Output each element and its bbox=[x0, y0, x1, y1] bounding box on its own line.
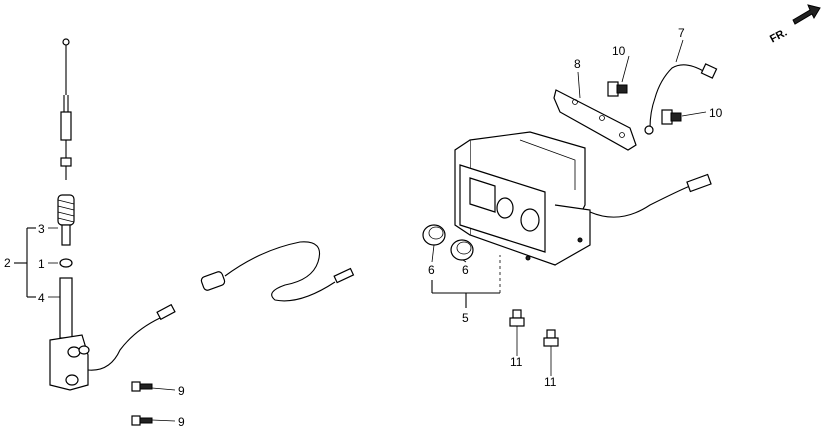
callout-9-lower: 9 bbox=[178, 415, 185, 429]
callout-5: 5 bbox=[462, 311, 469, 325]
antenna-cable bbox=[87, 317, 161, 371]
callout-11-left: 11 bbox=[510, 355, 523, 369]
radio-housing bbox=[454, 131, 591, 266]
screw-11-right bbox=[543, 329, 559, 372]
bolt-10-right bbox=[661, 109, 682, 125]
callout-7: 7 bbox=[678, 26, 685, 40]
callout-4: 4 bbox=[38, 291, 45, 305]
cable-plug-left bbox=[156, 303, 176, 321]
group-bracket-2 bbox=[14, 227, 60, 298]
knob-6-right bbox=[450, 239, 474, 261]
group-bracket-5 bbox=[431, 255, 501, 308]
antenna-base-4 bbox=[49, 277, 90, 391]
radio-harness bbox=[589, 173, 712, 218]
callout-8: 8 bbox=[574, 57, 581, 71]
screw-11-left bbox=[509, 309, 525, 352]
front-direction-marker: FR. bbox=[768, 4, 821, 46]
bolt-10-upper bbox=[607, 81, 628, 97]
antenna-mast bbox=[60, 38, 72, 180]
leader-lines bbox=[151, 39, 707, 422]
callout-11-right: 11 bbox=[544, 375, 557, 389]
callout-3: 3 bbox=[38, 222, 45, 236]
callout-9-upper: 9 bbox=[178, 384, 185, 398]
bolt-9-upper bbox=[131, 381, 153, 392]
callout-1: 1 bbox=[38, 257, 45, 271]
callout-6-left: 6 bbox=[428, 263, 435, 277]
knob-6-left bbox=[422, 224, 446, 246]
callout-10-upper: 10 bbox=[612, 44, 626, 58]
ground-wire-7 bbox=[644, 63, 718, 135]
callout-6-right: 6 bbox=[462, 263, 469, 277]
bracket-8 bbox=[553, 89, 637, 151]
bolt-9-lower bbox=[131, 415, 153, 426]
extension-cable bbox=[200, 241, 355, 302]
fr-label: FR. bbox=[768, 27, 789, 46]
antenna-coil-3 bbox=[57, 194, 75, 246]
callout-2: 2 bbox=[4, 256, 11, 270]
collar-1 bbox=[59, 258, 73, 268]
callout-10-right: 10 bbox=[709, 106, 723, 120]
